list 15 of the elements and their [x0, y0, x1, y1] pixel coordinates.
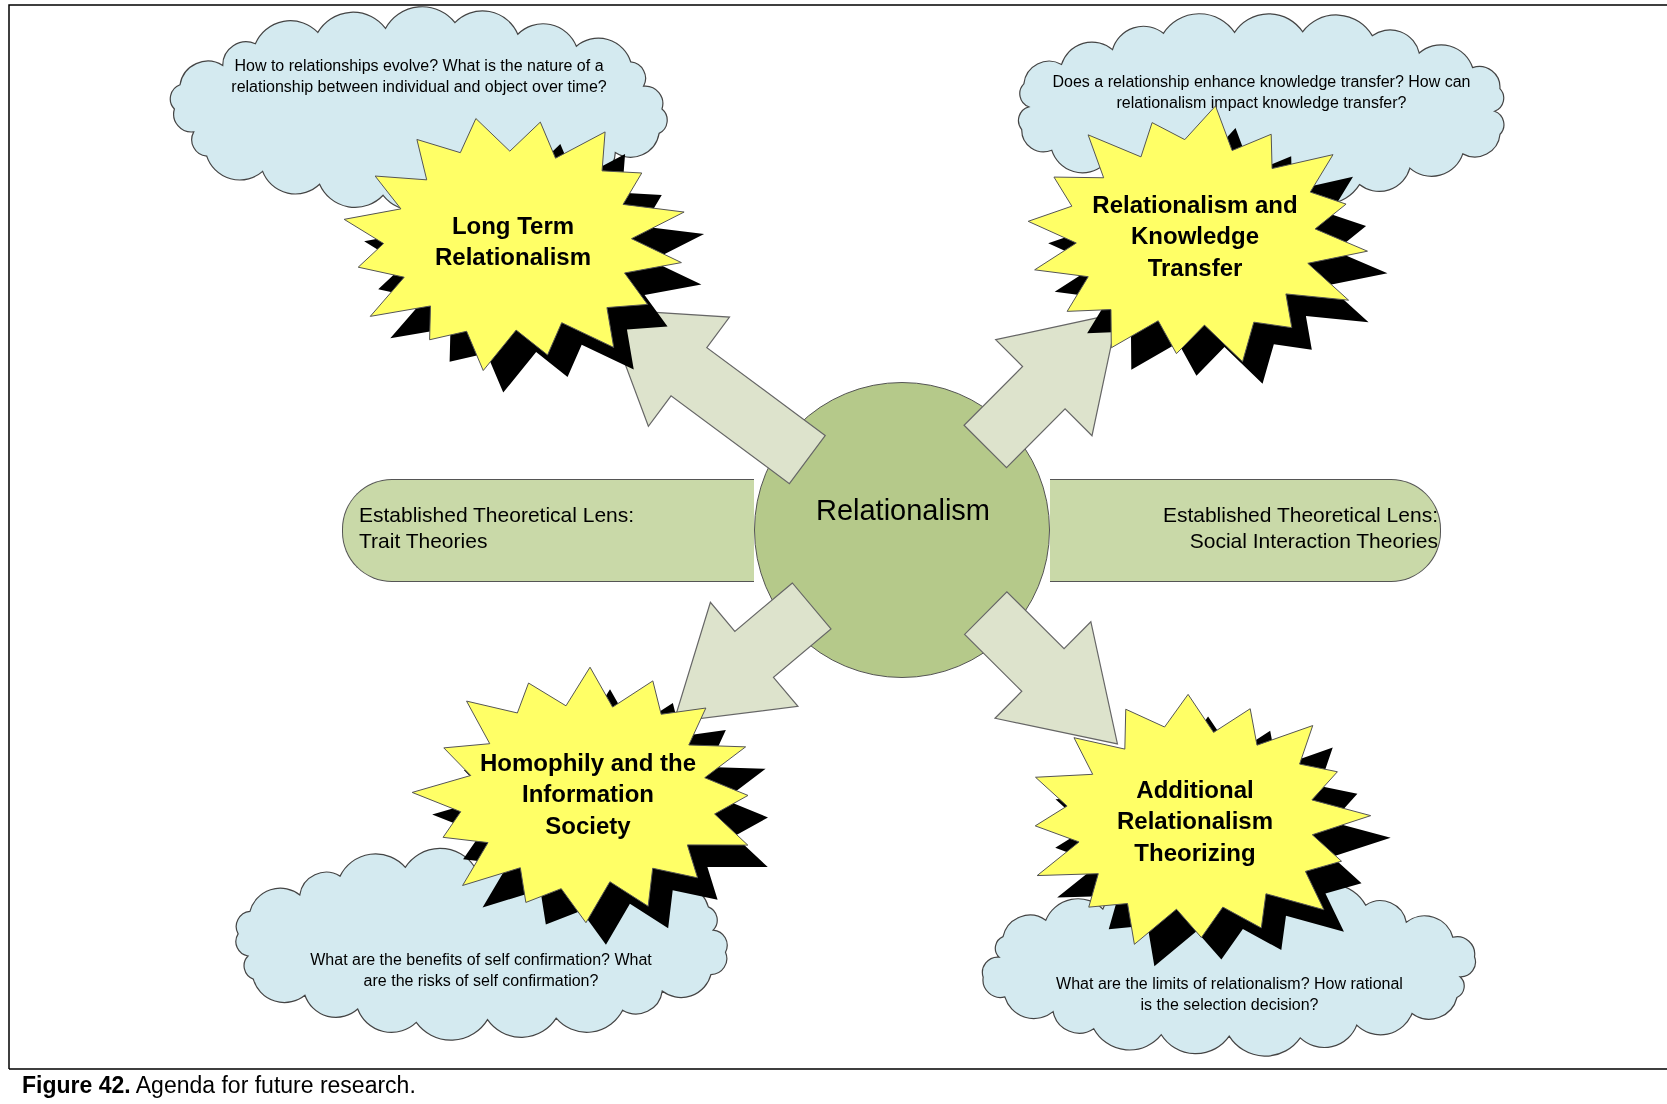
- research-question: What are the benefits of self confirmation? What are the risks of self confirmation?: [309, 950, 653, 991]
- lens-band: [342, 479, 754, 582]
- figure-caption: Figure 42. Agenda for future research.: [22, 1072, 416, 1099]
- research-question: What are the limits of relationalism? How rational is the selection decision?: [1055, 974, 1404, 1015]
- lens-text: Established Theoretical Lens: Social Interaction Theories: [1161, 502, 1438, 555]
- topic-title: Additional Relationalism Theorizing: [1115, 775, 1274, 868]
- topic-title: Relationalism and Knowledge Transfer: [1091, 190, 1299, 283]
- topic-title: Homophily and the Information Society: [479, 748, 697, 841]
- research-question: How to relationships evolve? What is the nature of a relationship between individual and object over time?: [230, 56, 608, 97]
- core-label: Relationalism: [814, 494, 992, 527]
- research-question: Does a relationship enhance knowledge transfer? How can relationalism impact knowledge transfer?: [1051, 72, 1472, 113]
- lens-text: Established Theoretical Lens: Trait Theories: [359, 502, 636, 555]
- block-arrow: [963, 591, 1119, 745]
- topic-title: Long Term Relationalism: [433, 210, 592, 272]
- lens-band: [1050, 479, 1441, 582]
